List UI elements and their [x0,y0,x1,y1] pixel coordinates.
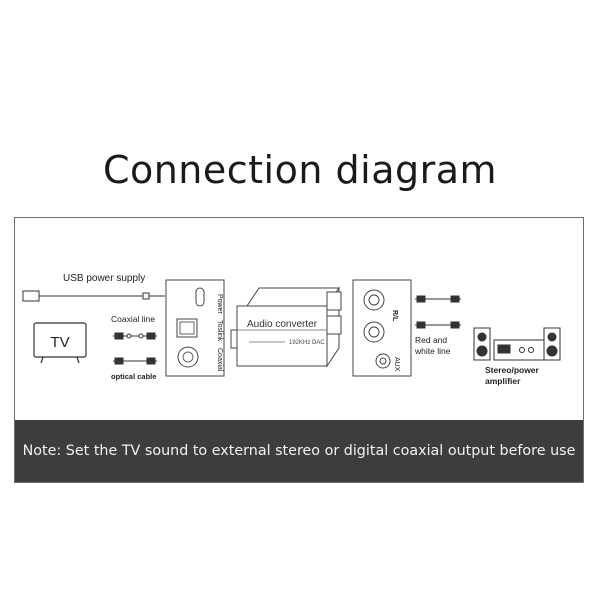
red-white-label: Red and white line [414,335,451,356]
amplifier-icon [473,327,561,361]
converter-name: Audio converter [247,319,318,330]
note-bar: Note: Set the TV sound to external stere… [15,420,583,482]
rca-cables [415,295,461,329]
connection-diagram: USB power supply TV Coaxial line optical… [22,273,561,386]
optical-cable-label: optical cable [111,372,156,381]
coaxial-label: Coaxial [216,348,223,372]
aux-label: AUX [393,357,400,372]
input-panel [165,279,225,377]
coaxial-line-label: Coaxial line [111,314,155,324]
tv-icon [33,322,87,364]
page-title: Connection diagram [102,148,498,192]
coaxial-line-cable [113,332,157,340]
note-text: Note: Set the TV sound to external stere… [22,443,576,459]
optical-cable [113,357,157,365]
amplifier-label: Stereo/power amplifier [485,365,541,386]
tv-label: TV [50,334,69,351]
usb-cable [22,290,165,302]
diagram-frame: USB power supply TV Coaxial line optical… [14,217,584,483]
audio-converter-box [230,286,342,368]
power-label: Power [216,294,223,315]
converter-sub: 192KHz DAC [289,340,325,346]
output-panel [352,279,412,377]
toslink-label: Toslink [216,320,223,342]
usb-label: USB power supply [63,273,145,284]
rl-label: R/L [391,310,398,322]
